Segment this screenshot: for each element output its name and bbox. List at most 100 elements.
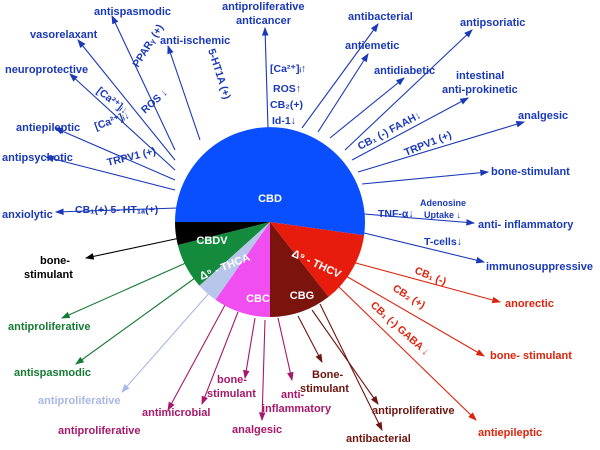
arrow-antiepileptic (53, 127, 176, 181)
cbg-effects: Bone- stimulant antiproliferative antiba… (300, 369, 455, 445)
light-effects: antiproliferative (38, 395, 121, 407)
effect-bone-stimulant-cbg-2: stimulant (300, 383, 349, 395)
effect-anorectic: anorectic (505, 298, 554, 310)
effect-antiproliferative-cbc: antiproliferative (58, 425, 141, 437)
arrow-antiproliferative-cbg (311, 309, 379, 405)
arrow-bone-stimulant-cbg (297, 315, 323, 363)
mech-5ht1a: 5-HT1A (+) (205, 47, 233, 101)
effect-antispasmodic-thca: antispasmodic (14, 367, 91, 379)
arrow-bone-stimulant-thcv (345, 275, 485, 357)
mech-cb1-minus: CB₁ (-) (413, 265, 448, 288)
effect-anti-ischemic: anti-ischemic (160, 35, 230, 47)
arrow-anti-inflammatory-cbc (277, 317, 294, 382)
effect-antibacterial-cbg: antibacterial (346, 433, 411, 445)
effect-antiproliferative-light: antiproliferative (38, 395, 121, 407)
effect-antiemetic: antiemetic (345, 40, 399, 52)
thca-effects: antiproliferative antispasmodic (8, 321, 91, 379)
effect-bone-stimulant-cbg-1: Bone- (312, 369, 344, 381)
arrow-anti-prokinetic (351, 97, 469, 161)
arrow-analgesic (357, 121, 526, 173)
arrow-antiproliferative-light (121, 291, 211, 393)
segment-light (199, 222, 270, 300)
effect-antispasmodic: antispasmodic (94, 6, 171, 18)
effect-antiproliferative-cbg: antiproliferative (372, 405, 455, 417)
mech-ros-up: ROS↑ (273, 83, 301, 95)
arrow-antiproliferative-cbc (167, 304, 226, 411)
mech-trpv1-left: TRPV1 (+) (106, 145, 157, 169)
effect-antipsoriatic: antipsoriatic (460, 17, 525, 29)
mech-adenosine-1: Adenosine (420, 198, 466, 208)
segment-thcv (270, 222, 365, 297)
arrow-antimicrobial (201, 311, 239, 406)
mech-ros-down: ROS ↓ (139, 87, 170, 117)
effect-antimicrobial: antimicrobial (142, 407, 210, 419)
arrow-bone-stimulant (361, 169, 490, 185)
effect-intestinal: intestinal (456, 70, 504, 82)
effect-anticancer: anticancer (236, 15, 292, 27)
segment-cbd (175, 127, 365, 236)
effect-bone-stimulant-cbdv-1: bone- (40, 255, 70, 267)
arrow-antiepileptic-thcv (337, 285, 477, 421)
label-cbdv: CBDV (196, 235, 228, 247)
arrow-antipsychotic (44, 155, 176, 191)
effect-neuroprotective: neuroprotective (5, 64, 88, 76)
mech-tnf: TNF-α↓ (378, 208, 414, 220)
mech-tcells: T-cells↓ (424, 236, 462, 248)
arrow-anxiolytic (54, 207, 179, 216)
arrow-immunosuppressive (359, 231, 486, 264)
arrow-neuroprotective (69, 73, 176, 171)
mech-trpv1-right: TRPV1 (+) (403, 129, 454, 159)
arrow-antiproliferative-thca (60, 261, 189, 319)
effect-anti-inflammatory-cbc-2: inflammatory (262, 403, 332, 415)
effect-bone-stimulant-thcv: bone- stimulant (490, 350, 572, 362)
effect-antipsychotic: antipsychotic (2, 152, 73, 164)
effect-antiproliferative: antiproliferative (222, 1, 305, 13)
effect-vasorelaxant: vasorelaxant (30, 29, 98, 41)
arrow-anti-ischemic (167, 44, 201, 141)
arrow-bone-stimulant-cbc (243, 317, 256, 380)
effect-antiepileptic-thcv: antiepileptic (478, 427, 542, 439)
label-cbc: CBC (246, 293, 270, 305)
cbd-effects: antispasmodic vasorelaxant neuroprotecti… (2, 1, 593, 273)
arrow-vasorelaxant (77, 39, 176, 161)
segment-cbc (215, 222, 270, 317)
compound-pie: CBD CBDV Δ⁹ - THCA Δ⁹ - THCV CBG CBC (174, 127, 365, 318)
arrow-analgesic-cbc (258, 319, 266, 422)
arrow-antiemetic (317, 53, 369, 133)
effect-anti-inflammatory-cbc-1: anti- (281, 389, 305, 401)
arrow-antipsoriatic (344, 29, 473, 151)
effect-antidiabetic: antidiabetic (374, 65, 435, 77)
mech-adenosine-2: Uptake ↓ (424, 210, 461, 220)
effect-antiproliferative-thca: antiproliferative (8, 321, 91, 333)
arrow-antispasmodic (111, 15, 176, 151)
arrow-antidiabetic (329, 77, 405, 139)
cbc-effects: antiproliferative antimicrobial bone- st… (58, 374, 332, 437)
effect-bone-stimulant-cbdv-2: stimulant (24, 269, 73, 281)
segment-cbg (270, 222, 329, 318)
effect-antiepileptic: antiepileptic (16, 122, 80, 134)
arrow-antispasmodic-thca (75, 277, 196, 365)
arrow-antibacterial (301, 23, 379, 129)
arrow-anorectic (351, 261, 502, 304)
effect-anxiolytic: anxiolytic (2, 209, 53, 221)
effect-bone-stimulant-cbc-1: bone- (217, 374, 247, 386)
effect-anti-inflammatory: anti- inflammatory (478, 219, 574, 231)
cbdv-effects: bone- stimulant (24, 255, 73, 281)
mech-cb2: CB₂(+) (270, 99, 303, 111)
arrow-antibacterial-cbg (319, 303, 383, 431)
label-cbg: CBG (290, 290, 314, 302)
arrow-anticancer (261, 26, 269, 129)
mech-cb2-plus: CB₂ (+) (390, 282, 427, 311)
mech-id1: Id-1↓ (272, 115, 296, 127)
arrow-bone-stimulant-cbdv (84, 237, 181, 260)
effect-bone-stimulant-cbc-2: stimulant (207, 388, 256, 400)
arrow-anti-inflammatory (363, 213, 476, 226)
label-cbd: CBD (258, 193, 282, 205)
effect-analgesic: analgesic (518, 110, 568, 122)
effect-analgesic-cbc: analgesic (232, 424, 282, 436)
effect-bone-stimulant: bone-stimulant (491, 166, 570, 178)
effect-antibacterial: antibacterial (348, 11, 413, 23)
mech-cb1-5ht1a: CB₁(+) 5- HT₁ₐ(+) (75, 204, 158, 216)
